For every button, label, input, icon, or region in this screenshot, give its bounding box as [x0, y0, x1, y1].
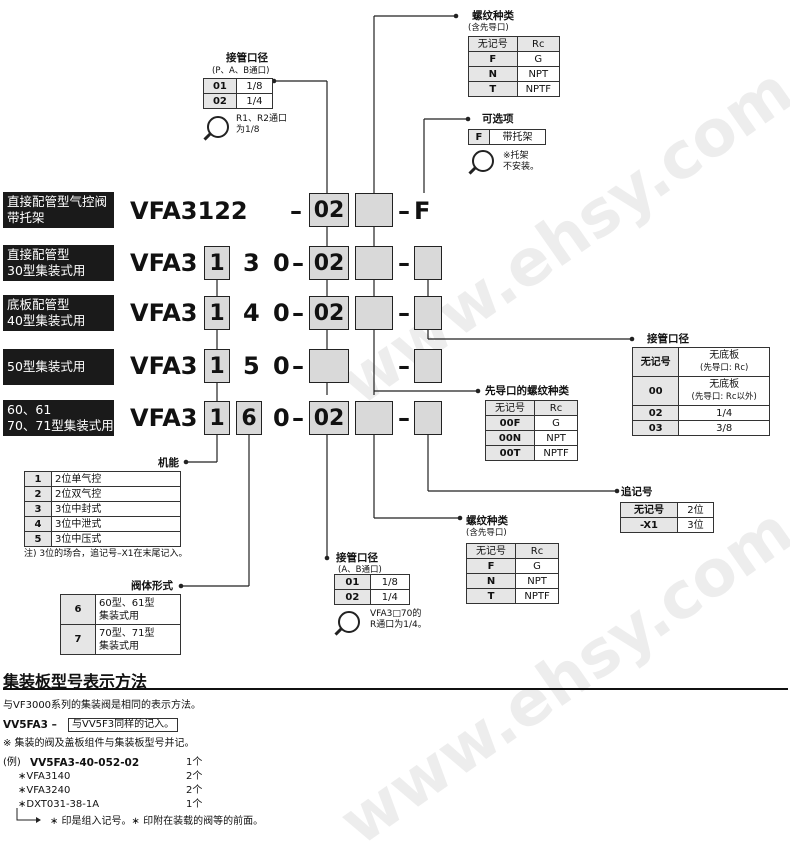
type-digit: 4 — [243, 299, 260, 327]
manifold-line: ※ 集装的阀及盖板组件与集装板型号并记。 — [3, 738, 195, 749]
body-type-box: 6 — [236, 401, 262, 435]
model-code: VFA3 — [130, 352, 198, 380]
type-digit: 0 — [273, 352, 290, 380]
model-code: VFA3 — [130, 249, 198, 277]
type-digit: 0 — [273, 249, 290, 277]
type-digit: 0 — [273, 404, 290, 432]
model-code: VFA3122 — [130, 197, 248, 225]
category-label: 直接配管型气控阀 带托架 — [3, 192, 114, 228]
arrow-icon — [16, 808, 41, 823]
example-qty: 2个 — [186, 771, 203, 782]
port-size-box: 02 — [309, 401, 349, 435]
suffix-title: 追记号 — [621, 486, 653, 498]
function-box: 1 — [204, 296, 230, 330]
category-label: 直接配管型 30型集装式用 — [3, 245, 114, 281]
pilot-thread-title: 先导口的螺纹种类 — [485, 385, 569, 397]
thread-box — [355, 296, 393, 330]
separator: – — [292, 299, 304, 327]
thread-subtitle: (含先导口) — [466, 528, 507, 538]
category-label: 50型集装式用 — [3, 349, 114, 385]
example-item: ∗VFA3240 — [18, 785, 71, 796]
port-size-title: 接管口径 — [336, 552, 378, 564]
suffix-box — [414, 246, 442, 280]
option-note: ※托架 不安装。 — [503, 151, 540, 172]
suffix-box — [414, 296, 442, 330]
separator: – — [398, 197, 410, 225]
port-size-subtitle: (P、A、B通口) — [212, 66, 270, 76]
separator: – — [290, 197, 302, 225]
model-code: VFA3 — [130, 404, 198, 432]
diagram: www.ehsy.com www.ehsy.com — [0, 0, 790, 835]
separator: – — [292, 404, 304, 432]
section-title: 集装板型号表示方法 — [3, 672, 148, 691]
port-size-title: 接管口径 — [226, 52, 268, 64]
magnifier-icon — [207, 116, 229, 138]
pilot-thread-box — [309, 349, 349, 383]
manifold-line: 与VF3000系列的集装阀是相同的表示方法。 — [3, 700, 202, 711]
section-divider — [3, 688, 788, 690]
thread-box — [355, 401, 393, 435]
port-size-note: R1、R2通口 为1/8 — [236, 114, 287, 135]
magnifier-icon — [338, 611, 360, 633]
category-label: 60、61 70、71型集装式用 — [3, 400, 114, 436]
suffix-box — [414, 401, 442, 435]
example-item: ∗DXT031-38-1A — [18, 799, 100, 810]
port-size-box: 02 — [309, 296, 349, 330]
type-digit: 3 — [243, 249, 260, 277]
option-code: F — [414, 197, 431, 225]
port-size-title: 接管口径 — [647, 333, 689, 345]
thread-subtitle: (含先导口) — [468, 23, 509, 33]
example-item: ∗VFA3140 — [18, 771, 71, 782]
function-box: 1 — [204, 246, 230, 280]
separator: – — [398, 249, 410, 277]
separator: – — [292, 249, 304, 277]
option-title: 可选项 — [482, 113, 514, 125]
separator: – — [292, 352, 304, 380]
thread-title: 螺纹种类 — [466, 515, 508, 527]
port-size-box: 02 — [309, 246, 349, 280]
example-qty: 1个 — [186, 799, 203, 810]
function-note: 注) 3位的场合，追记号–X1在末尾记入。 — [24, 549, 188, 559]
thread-box — [355, 193, 393, 227]
separator: – — [398, 299, 410, 327]
body-type-title: 阀体形式 — [131, 580, 173, 592]
model-code: VFA3 — [130, 299, 198, 327]
port-size-box — [414, 349, 442, 383]
function-box: 1 — [204, 401, 230, 435]
port-size-subtitle: (A、B通口) — [338, 565, 382, 575]
magnifier-icon — [472, 150, 494, 172]
port-size-note: VFA3□70的 R通口为1/4。 — [370, 609, 427, 630]
thread-box — [355, 246, 393, 280]
manifold-model: VV5FA3 – — [3, 719, 57, 731]
example-qty: 1个 — [186, 757, 203, 768]
category-label: 底板配管型 40型集装式用 — [3, 295, 114, 331]
type-digit: 5 — [243, 352, 260, 380]
example-qty: 2个 — [186, 785, 203, 796]
port-size-box: 02 — [309, 193, 349, 227]
example-code: VV5FA3-40-052-02 — [30, 757, 140, 769]
function-box: 1 — [204, 349, 230, 383]
function-title: 机能 — [158, 457, 179, 469]
separator: – — [398, 404, 410, 432]
manifold-model-box: 与VV5F3同样的记入。 — [68, 718, 179, 732]
separator: – — [398, 352, 410, 380]
example-label: (例) — [3, 757, 21, 768]
thread-title: 螺纹种类 — [472, 10, 514, 22]
type-digit: 0 — [273, 299, 290, 327]
example-footnote: ∗ 印是组入记号。∗ 印附在装载的阀等的前面。 — [50, 816, 264, 827]
